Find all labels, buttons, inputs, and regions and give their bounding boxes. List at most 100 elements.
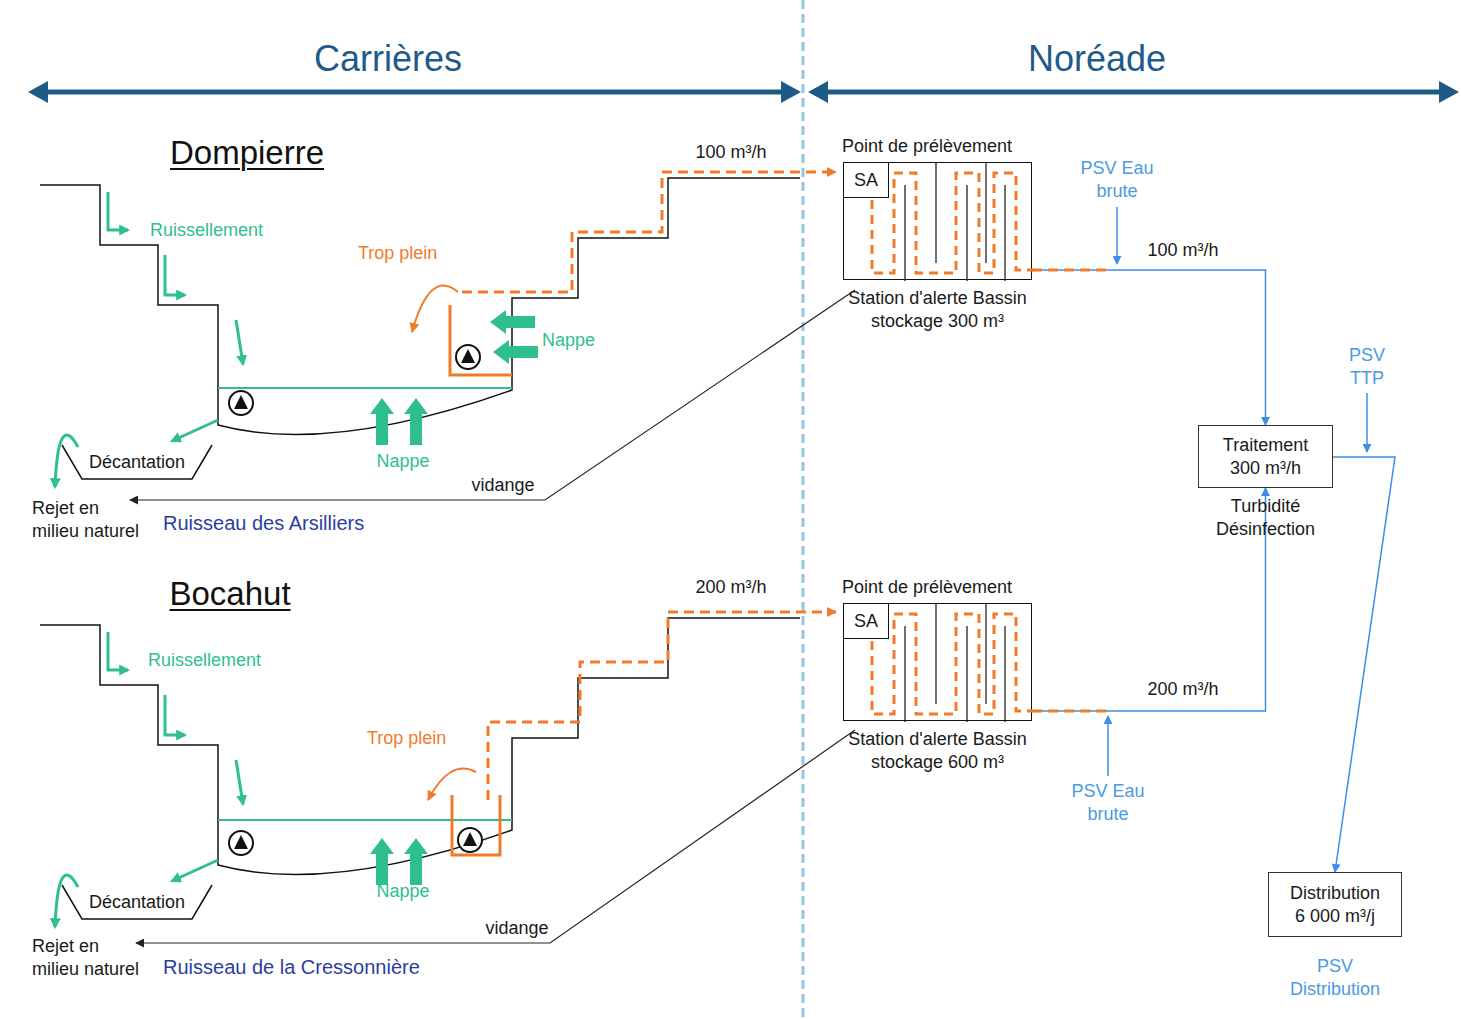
scope-arrow — [1439, 81, 1459, 103]
dosing-arrow — [1116, 207, 1118, 264]
box-caption: Station d'alerte Bassin stockage 300 m³ — [822, 287, 1054, 332]
baffle-wall — [985, 163, 986, 263]
groundwater-arrow — [404, 838, 428, 885]
trough-outline — [62, 885, 212, 919]
quarry-profile — [40, 178, 800, 434]
outlet-pipe — [1032, 269, 1110, 272]
box-label: SA — [854, 610, 878, 633]
outflow-arrow — [55, 875, 78, 927]
water-line — [218, 387, 512, 389]
runoff-arrow — [165, 255, 185, 295]
outflow-arrow — [55, 435, 78, 487]
scope-arrow — [28, 81, 48, 103]
annotation-label: Ruisseau de la Cressonnière — [163, 955, 420, 980]
groundwater-arrow — [370, 398, 394, 445]
scope-arrow — [808, 81, 828, 103]
alert-station-basin: Point de prélèvementStation d'alerte Bas… — [843, 162, 1032, 280]
groundwater-arrow — [490, 310, 535, 334]
sampling-box: SA — [844, 163, 889, 198]
runoff-arrow — [236, 320, 243, 364]
groundwater-arrow — [370, 838, 394, 885]
annotation-label: Trop plein — [358, 242, 437, 265]
box-label: SA — [854, 169, 878, 192]
pumping-pipe — [488, 612, 836, 800]
distribution-box: Distribution 6 000 m³/j — [1268, 872, 1402, 937]
annotation-label: Nappe — [376, 450, 429, 473]
settling-basin: Décantation — [60, 883, 214, 921]
box-caption: Turbidité Désinfection — [1205, 495, 1327, 540]
annotation-label: Rejet en milieu naturel — [32, 497, 157, 542]
box-heading: Point de prélèvement — [842, 135, 1012, 158]
section-heading: Bocahut — [169, 573, 290, 614]
box-label: Décantation — [89, 451, 185, 474]
annotation-label: PSV TTP — [1342, 344, 1392, 389]
annotation-label: 200 m³/h — [695, 576, 766, 599]
water-line — [218, 819, 512, 821]
baffle-wall — [966, 185, 967, 281]
groundwater-arrow — [404, 398, 428, 445]
settling-basin: Décantation — [60, 443, 214, 481]
box-label: Traitement 300 m³/h — [1210, 434, 1322, 479]
annotation-label: Trop plein — [367, 727, 446, 750]
runoff-arrow — [165, 695, 185, 735]
boundary-line — [802, 0, 805, 1019]
baffle-wall — [904, 185, 905, 281]
flow-connector — [1032, 270, 1266, 425]
outlet-pipe — [1032, 710, 1110, 713]
trough-outline — [62, 445, 212, 479]
annotation-label: Nappe — [542, 329, 595, 352]
pump-symbol — [229, 391, 253, 415]
baffle-wall — [1004, 185, 1005, 281]
pump-symbol — [234, 395, 248, 409]
runoff-arrow — [108, 632, 128, 670]
pump-symbol — [463, 832, 477, 846]
overflow-arrow — [428, 769, 476, 801]
flow-path — [872, 614, 1033, 714]
annotation-label: Ruisseau des Arsilliers — [163, 511, 364, 536]
alert-station-basin: Point de prélèvementStation d'alerte Bas… — [843, 603, 1032, 721]
flow-rate-label: 100 m³/h — [1144, 239, 1221, 262]
annotation-label: vidange — [485, 917, 548, 940]
quarry-profile — [40, 618, 800, 874]
baffle-wall — [1004, 626, 1005, 722]
overflow-arrow — [412, 285, 458, 332]
pumping-pipe — [462, 172, 836, 292]
baffle-wall — [935, 604, 936, 704]
pump-symbol — [456, 345, 480, 369]
sampling-box: SA — [844, 604, 889, 639]
box-caption: Station d'alerte Bassin stockage 600 m³ — [822, 728, 1054, 773]
annotation-label: Rejet en milieu naturel — [32, 935, 157, 980]
scope-arrow — [44, 90, 786, 95]
box-label: Décantation — [89, 891, 185, 914]
section-heading: Dompierre — [170, 132, 324, 173]
runoff-arrow — [108, 192, 128, 230]
sump-outline — [452, 795, 500, 855]
box-heading: Point de prélèvement — [842, 576, 1012, 599]
annotation-label: 100 m³/h — [695, 141, 766, 164]
drain-arrow — [172, 420, 218, 441]
flow-connector — [1333, 457, 1395, 872]
section-heading: Carrières — [314, 36, 462, 81]
baffle-wall — [966, 626, 967, 722]
box-label: Distribution 6 000 m³/j — [1283, 882, 1387, 927]
dosing-arrow — [1107, 716, 1109, 776]
flow-rate-label: 200 m³/h — [1144, 678, 1221, 701]
drain-line — [136, 730, 855, 943]
drain-arrow — [172, 860, 218, 881]
annotation-label: PSV Distribution — [1274, 955, 1396, 1000]
pump-symbol — [461, 349, 475, 363]
scope-arrow — [824, 90, 1443, 95]
section-heading: Noréade — [1028, 36, 1166, 81]
annotation-label: PSV Eau brute — [1062, 780, 1154, 825]
annotation-label: Nappe — [376, 880, 429, 903]
flow-path — [872, 173, 1033, 273]
scope-arrow — [781, 81, 801, 103]
annotation-label: Ruissellement — [150, 219, 263, 242]
annotation-label: Ruissellement — [148, 649, 261, 672]
dosing-arrow — [1366, 393, 1368, 452]
pump-symbol — [234, 835, 248, 849]
treatment-box: Traitement 300 m³/hTurbidité Désinfectio… — [1198, 425, 1333, 488]
baffle-wall — [985, 604, 986, 704]
annotation-label: PSV Eau brute — [1071, 157, 1163, 202]
